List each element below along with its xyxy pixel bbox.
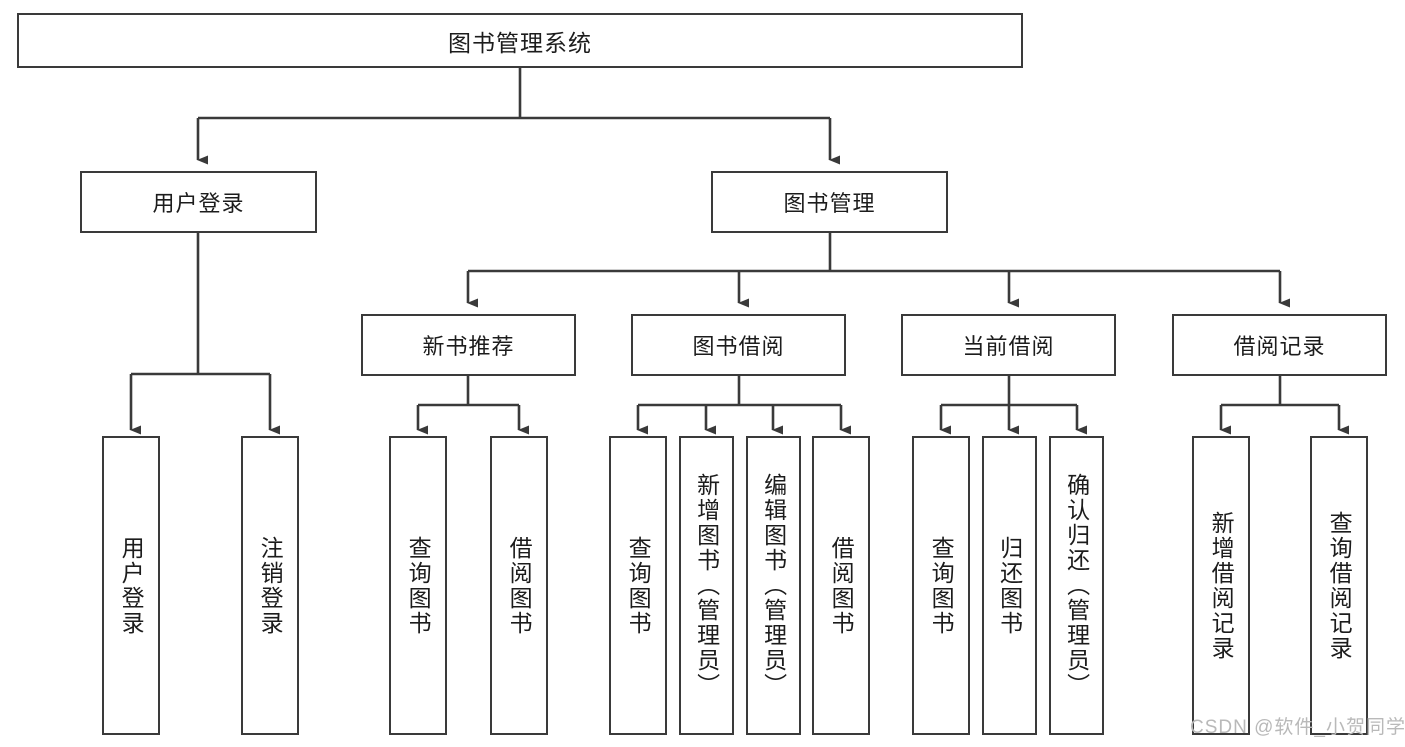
leaf-add-book-label: 新增图书（管理员）: [693, 473, 720, 698]
leaf-confirm-return-label: 确认归还（管理员）: [1063, 473, 1090, 698]
leaf-user-login[interactable]: 用户登录: [102, 436, 160, 735]
node-user-login[interactable]: 用户登录: [80, 171, 317, 233]
node-book-management-label: 图书管理: [783, 191, 876, 216]
leaf-query-record-label: 查询借阅记录: [1326, 510, 1353, 661]
node-book-borrow-label: 图书借阅: [692, 334, 785, 359]
leaf-add-record-label: 新增借阅记录: [1208, 510, 1235, 661]
leaf-edit-book-label: 编辑图书（管理员）: [760, 473, 787, 698]
leaf-user-login-label: 用户登录: [118, 535, 145, 636]
leaf-query-record[interactable]: 查询借阅记录: [1310, 436, 1368, 735]
leaf-borrow-book-2[interactable]: 借阅图书: [812, 436, 870, 735]
leaf-logout-login-label: 注销登录: [257, 535, 284, 636]
leaf-query-book-3-label: 查询图书: [928, 535, 955, 636]
node-new-book-recommend-label: 新书推荐: [422, 334, 515, 359]
leaf-edit-book[interactable]: 编辑图书（管理员）: [746, 436, 801, 735]
node-new-book-recommend[interactable]: 新书推荐: [361, 314, 576, 376]
leaf-return-book-label: 归还图书: [996, 535, 1023, 636]
leaf-logout-login[interactable]: 注销登录: [241, 436, 299, 735]
leaf-query-book-2-label: 查询图书: [625, 535, 652, 636]
leaf-add-record[interactable]: 新增借阅记录: [1192, 436, 1250, 735]
leaf-borrow-book-2-label: 借阅图书: [828, 535, 855, 636]
leaf-borrow-book-1-label: 借阅图书: [506, 535, 533, 636]
node-borrow-record-label: 借阅记录: [1233, 334, 1326, 359]
leaf-borrow-book-1[interactable]: 借阅图书: [490, 436, 548, 735]
node-root[interactable]: 图书管理系统: [17, 13, 1023, 68]
node-current-borrow-label: 当前借阅: [962, 334, 1055, 359]
leaf-query-book-2[interactable]: 查询图书: [609, 436, 667, 735]
leaf-query-book-1[interactable]: 查询图书: [389, 436, 447, 735]
leaf-add-book[interactable]: 新增图书（管理员）: [679, 436, 734, 735]
watermark: CSDN @软件_小贺同学: [1190, 717, 1405, 738]
leaf-return-book[interactable]: 归还图书: [982, 436, 1037, 735]
node-book-management[interactable]: 图书管理: [711, 171, 948, 233]
node-book-borrow[interactable]: 图书借阅: [631, 314, 846, 376]
leaf-query-book-1-label: 查询图书: [405, 535, 432, 636]
node-borrow-record[interactable]: 借阅记录: [1172, 314, 1387, 376]
node-user-login-label: 用户登录: [152, 191, 245, 216]
leaf-query-book-3[interactable]: 查询图书: [912, 436, 970, 735]
leaf-confirm-return[interactable]: 确认归还（管理员）: [1049, 436, 1104, 735]
node-current-borrow[interactable]: 当前借阅: [901, 314, 1116, 376]
node-root-label: 图书管理系统: [448, 29, 592, 56]
